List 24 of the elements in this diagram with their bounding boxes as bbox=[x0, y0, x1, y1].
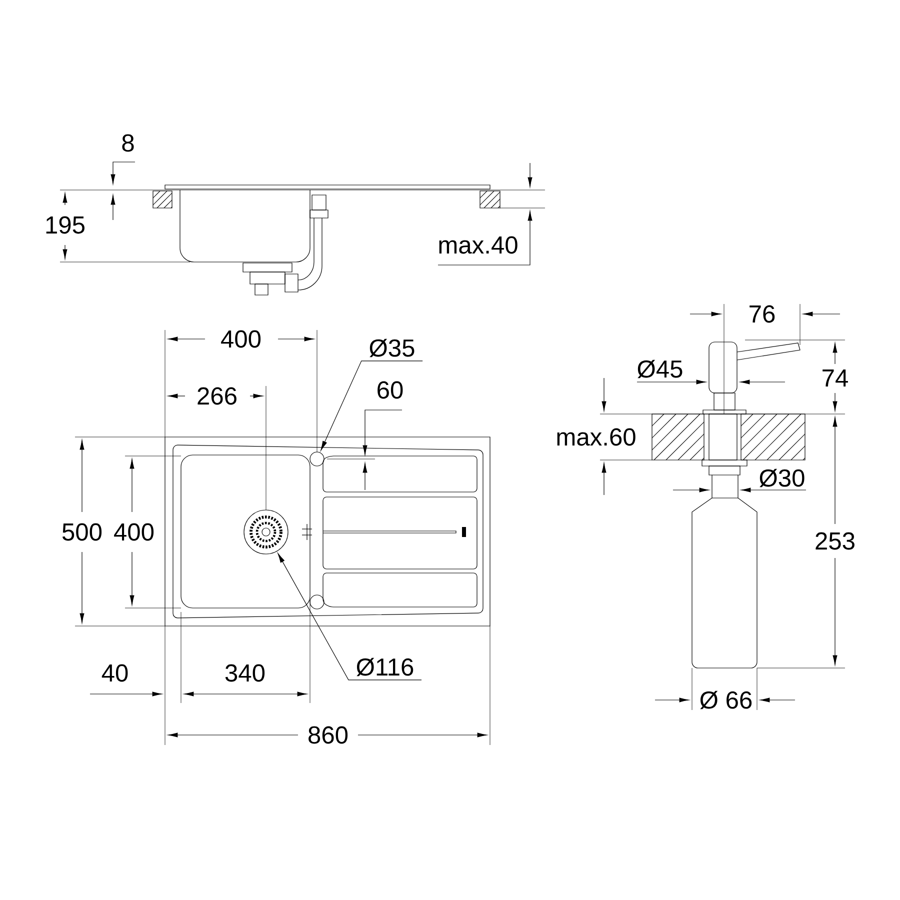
overflow-hole bbox=[310, 452, 324, 466]
dimension-label: Ø30 bbox=[760, 468, 804, 488]
dimension-label: 860 bbox=[308, 726, 348, 744]
drain-strainer bbox=[244, 510, 288, 554]
dimension-label: 60 bbox=[378, 381, 403, 399]
dimension-label: 8 bbox=[122, 134, 134, 152]
dimension-label: 195 bbox=[46, 216, 84, 234]
dimension-label: max.40 bbox=[439, 236, 518, 254]
dimension-label: 266 bbox=[198, 387, 236, 405]
dimension-label: 400 bbox=[221, 330, 261, 348]
leader-line bbox=[320, 360, 423, 451]
diameter-label: Ø35 bbox=[370, 338, 414, 358]
dimension-label: 76 bbox=[750, 305, 775, 323]
dimension-label: Ø45 bbox=[638, 360, 682, 378]
diameter-label: Ø116 bbox=[356, 658, 414, 676]
dimension-label: Ø 66 bbox=[700, 690, 752, 710]
dimension-label: 400 bbox=[114, 523, 154, 541]
dimension-label: 253 bbox=[816, 532, 854, 550]
dimension-label: 40 bbox=[102, 664, 128, 682]
dimension-label: 340 bbox=[225, 664, 265, 682]
dimension-label: 500 bbox=[62, 523, 102, 541]
dimension-label: max.60 bbox=[557, 428, 636, 446]
dimension-label: 74 bbox=[822, 370, 848, 386]
leader-line bbox=[278, 553, 422, 680]
